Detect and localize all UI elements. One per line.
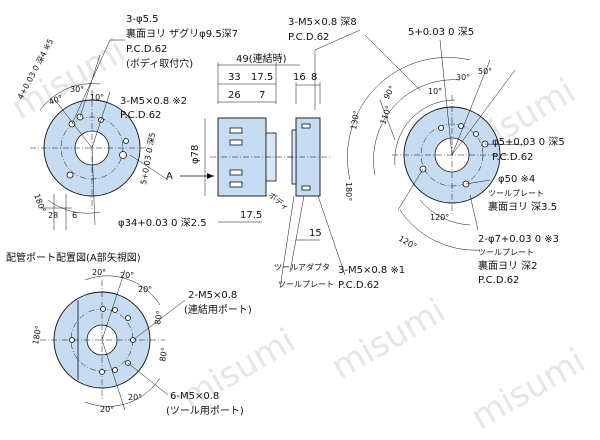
right-bore-depth: 裏面ヨリ 深3.5 [488, 200, 557, 213]
port-angle-80: 80° [153, 310, 164, 326]
left-hole-spec: 3-φ5.5 [126, 14, 158, 25]
right-pin2-spec: 2-φ7+0.03 0 ※3 [478, 234, 559, 245]
side-port [229, 127, 243, 134]
right-pin-hole [438, 125, 444, 131]
left-hole-spec: (ボディ取付穴) [126, 57, 193, 70]
port-hole [112, 307, 118, 313]
right-angle-90: 90° [382, 84, 397, 101]
adapter-dim-8: 8 [311, 72, 317, 83]
watermark: misumi [325, 291, 453, 388]
port-layout-view [40, 269, 186, 411]
adapter-top-pcd: P.C.D.62 [288, 32, 329, 43]
right-angle-120-inner: 120° [430, 213, 449, 222]
arrow-a-label: A [166, 171, 173, 182]
side-port [229, 181, 243, 188]
adapter-top-spec: 3-M5×0.8 深8 [288, 16, 357, 28]
port-spec-connect-label: (連結用ポート) [184, 303, 252, 316]
right-pin2-plate: ツールプレート [478, 248, 534, 257]
left-right-pin: 5+0.03 0 深5 [139, 132, 157, 186]
port-hole [112, 367, 118, 373]
port-spec-connect: 2-M5×0.8 [188, 290, 237, 301]
left-dim-6: 6 [72, 211, 77, 220]
left-bore-spec: φ34+0.03 0 深2.5 [118, 217, 207, 229]
watermark: misumi [465, 341, 593, 438]
adapter-bottom-pcd: P.C.D.62 [338, 280, 379, 291]
adapter-bottom-spec: 3-M5×0.8 ※1 [338, 265, 405, 276]
right-angle-130: 130° [349, 110, 361, 131]
left-hole-spec: 裏面ヨリ ザグリφ9.5深7 [126, 27, 238, 40]
side-dim-17-5-bottom: 17.5 [240, 210, 262, 221]
left-dim-28: 28 [48, 211, 58, 220]
port-angle-20: 20° [128, 393, 142, 402]
left-tap-spec: 3-M5×0.8 ※2 [120, 96, 187, 107]
right-angle-180: 180° [344, 182, 353, 201]
port-spec-tool: 6-M5×0.8 [170, 391, 219, 402]
side-port [229, 139, 243, 146]
right-front-view [347, 34, 526, 251]
left-front-view [30, 39, 169, 230]
side-port [229, 169, 243, 176]
right-angle-50: 50° [478, 67, 492, 76]
side-dim-49: 49(連結時) [236, 52, 287, 65]
tool-plate-label: ツールプレート [278, 280, 334, 289]
left-angle-10: 10° [90, 93, 104, 102]
right-pin2-depth: 裏面ヨリ 深2 [478, 259, 538, 272]
side-dim-7: 7 [259, 90, 265, 101]
side-dim-17-5: 17.5 [251, 72, 273, 83]
tool-adapter-label: ツールアダプタ [274, 262, 330, 272]
port-angle-180: 180° [31, 325, 43, 346]
adapter-dim-16: 16 [293, 72, 306, 83]
watermark: misumi [175, 321, 303, 418]
port-angle-20: 20° [92, 268, 106, 277]
right-pin2-pcd: P.C.D.62 [478, 275, 519, 286]
left-hole-spec: P.C.D.62 [126, 44, 167, 55]
port-spec-tool-label: (ツール用ポート) [166, 405, 244, 417]
mount-hole [66, 171, 74, 179]
adapter-hole [301, 185, 311, 191]
adapter-hole [301, 123, 311, 129]
right-pin-pcd: P.C.D.62 [492, 152, 533, 163]
right-pin-spec: φ5+0.03 0 深5 [492, 136, 565, 148]
port-hole [69, 337, 75, 343]
side-dim-78: φ78 [190, 145, 201, 164]
port-hole [125, 315, 131, 321]
port-view-title: 配管ポート配置図(A部矢視図) [6, 251, 141, 264]
right-bore-plate: ツールプレート [488, 189, 544, 198]
body-label: ボディ [267, 190, 291, 213]
pin-hole [123, 138, 129, 144]
left-tap-pcd: P.C.D.62 [120, 110, 161, 121]
left-angle-30: 30° [70, 85, 84, 94]
side-dim-26: 26 [228, 90, 241, 101]
port-hole [100, 306, 106, 312]
port-angle-20: 20° [120, 271, 134, 280]
right-angle-10: 10° [428, 87, 442, 96]
side-dim-33: 33 [228, 72, 241, 83]
port-hole [99, 369, 105, 375]
right-angle-110: 110° [378, 104, 393, 125]
right-angle-30: 30° [456, 73, 470, 82]
port-angle-20: 20° [100, 405, 114, 414]
mount-hole [119, 151, 127, 159]
port-angle-80: 80° [158, 347, 169, 363]
right-angle-120-outer: 120° [397, 234, 418, 251]
port-angle-20: 20° [138, 285, 152, 294]
adapter-view [279, 29, 361, 289]
right-bore-spec: φ50 ※4 [498, 174, 535, 185]
side-view [180, 62, 300, 223]
right-angle-5-top: 5+0.03 0 深5 [408, 26, 474, 38]
adapter-dim-15: 15 [309, 228, 322, 239]
left-angle-180: 180° [32, 193, 47, 214]
right-pin-hole [473, 131, 479, 137]
